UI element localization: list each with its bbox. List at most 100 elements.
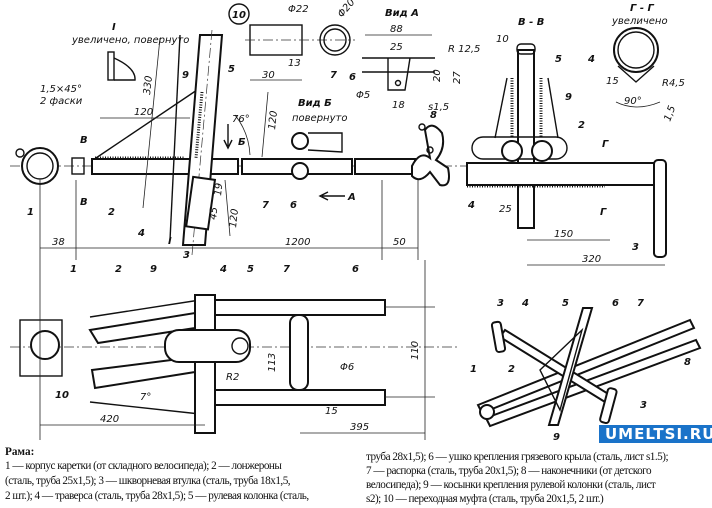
callout-3: 3 (183, 250, 190, 261)
dim-150: 150 (554, 229, 573, 240)
callout-9-plan: 9 (150, 264, 157, 275)
callout-2-plan: 2 (115, 264, 122, 275)
plan-view: 110 113 Φ6 R2 15 420 395 7° 1 2 9 4 5 7 … (10, 260, 460, 440)
dropout-8 (411, 124, 450, 187)
site-watermark: UMELTSI.RU (598, 424, 712, 444)
traverse-4 (185, 175, 217, 231)
view-a-arrow (318, 191, 345, 201)
callout-4-3d: 4 (521, 298, 529, 309)
caption-right-line-4: s2); 10 — переходная муфта (сталь, труба… (366, 493, 604, 505)
caption-right-line-1: труба 28х1,5); 6 — ушко крепления грязев… (366, 451, 669, 463)
callout-3-3d: 3 (497, 298, 504, 309)
dim-120-traverse: 120 (228, 208, 241, 228)
dim-110: 110 (410, 341, 421, 360)
callout-9: 9 (182, 70, 189, 81)
detail-i-title: I (112, 22, 116, 33)
callout-2-vv: 2 (578, 120, 585, 131)
caption-left-line-3: 2 шт.); 4 — траверса (сталь, труба 28х1,… (5, 490, 309, 502)
caption-left-line-1: 1 — корпус каретки (от складного велосип… (5, 460, 282, 472)
view-a: Вид А 88 25 R 12,5 20 27 Φ5 18 s1,5 6 7 (330, 8, 480, 113)
dim-90deg: 90° (624, 96, 642, 107)
callout-6-plan: 6 (352, 264, 359, 275)
section-g-g-title: Г - Г (630, 3, 654, 14)
callout-7-view-a: 7 (330, 70, 337, 81)
callout-8-3d: 8 (684, 357, 691, 368)
marker-v-bottom: В (80, 197, 88, 208)
dim-d22: Φ22 (288, 4, 309, 15)
dim-s1-5: s1,5 (428, 102, 449, 113)
dim-d6: Φ6 (340, 362, 354, 373)
dim-15-plan: 15 (325, 406, 338, 417)
dim-113: 113 (267, 353, 278, 372)
caption-right-line-3: велосипеда); 9 — косынки крепления рулев… (366, 479, 656, 491)
dim-10: 10 (496, 34, 509, 45)
dim-r4-5: R4,5 (662, 78, 685, 89)
gusset-9 (95, 86, 201, 159)
callout-4-vv: 4 (467, 200, 475, 211)
marker-b: Б (238, 137, 246, 148)
callout-4-plan: 4 (219, 264, 227, 275)
callout-5-vv: 5 (555, 54, 562, 65)
view-b-title: Вид Б (298, 98, 332, 109)
dim-25: 25 (390, 42, 403, 53)
dim-88: 88 (390, 24, 403, 35)
dim-7deg: 7° (140, 392, 151, 403)
view-a-title: Вид А (385, 8, 419, 19)
callout-3-vv: 3 (632, 242, 639, 253)
detail-i-subtitle: увеличено, повернуто (71, 35, 189, 46)
dim-330: 330 (142, 75, 155, 95)
dim-r12-5: R 12,5 (448, 44, 480, 55)
part-10-badge: 10 (232, 10, 246, 21)
dim-50: 50 (393, 237, 406, 248)
callout-1-plan: 1 (70, 264, 77, 275)
dim-45: 45 (208, 206, 220, 220)
dim-r2: R2 (226, 372, 239, 383)
view-b-arrow (223, 124, 233, 150)
section-g-g: Г - Г увеличено 15 90° R4,5 1,5 4 (587, 3, 685, 123)
spacer-7 (291, 162, 309, 180)
caption-right-line-2: 7 — распорка (сталь, труба 20х1,5); 8 — … (366, 465, 652, 477)
callout-7-plan: 7 (283, 264, 290, 275)
callout-6-3d: 6 (612, 298, 619, 309)
dim-1200: 1200 (285, 237, 310, 248)
dim-20: 20 (432, 69, 443, 82)
section-v-v-title: В - В (518, 17, 544, 28)
dim-d5: Φ5 (356, 90, 370, 101)
dim-395: 395 (350, 422, 369, 433)
dim-d20: Φ20 (336, 0, 358, 20)
dim-120-gusset: 120 (134, 107, 153, 118)
coupling-detail-10: 10 30 Φ22 Φ20 13 (228, 0, 358, 81)
section-v-v: В - В 10 25 150 320 5 9 2 4 3 Г Г (466, 17, 667, 266)
callout-10-plan: 10 (55, 390, 69, 401)
dim-13: 13 (288, 58, 301, 69)
isometric-view: 3 4 5 6 7 8 1 2 9 3 (470, 298, 702, 443)
caption-left-line-2: (сталь, труба 25х1,5); 3 — шкворневая вт… (5, 475, 291, 487)
callout-2-3d: 2 (508, 364, 515, 375)
callout-6: 6 (290, 200, 297, 211)
dim-angle-76: 76° (232, 114, 250, 125)
view-b: Вид Б повернуто (292, 98, 347, 124)
detail-i: I увеличено, повернуто 1,5×45° 2 фаски (40, 22, 189, 107)
dim-30: 30 (262, 70, 275, 81)
callout-8: 8 (430, 110, 437, 121)
callout-7-3d: 7 (637, 298, 644, 309)
dim-420: 420 (100, 414, 119, 425)
dim-18: 18 (392, 100, 405, 111)
view-b-subtitle: повернуто (292, 113, 347, 124)
dim-120-height: 120 (267, 110, 280, 130)
caption-title: Рама: (5, 446, 35, 458)
callout-5: 5 (228, 64, 235, 75)
dim-38: 38 (52, 237, 65, 248)
callout-1-3d: 1 (470, 364, 477, 375)
side-view: 120 330 76° 120 19 45 120 38 1200 50 Б А… (10, 29, 470, 261)
section-g-g-subtitle: увеличено (611, 16, 668, 27)
callout-4-gg: 4 (587, 54, 595, 65)
callout-4: 4 (137, 228, 145, 239)
marker-g-bottom: Г (600, 207, 607, 218)
callout-5-plan: 5 (247, 264, 254, 275)
marker-g-top: Г (602, 139, 609, 150)
callout-6-view-a: 6 (349, 72, 356, 83)
detail-i-chamfer: 1,5×45° (40, 84, 82, 95)
callout-9-3d: 9 (553, 432, 560, 443)
